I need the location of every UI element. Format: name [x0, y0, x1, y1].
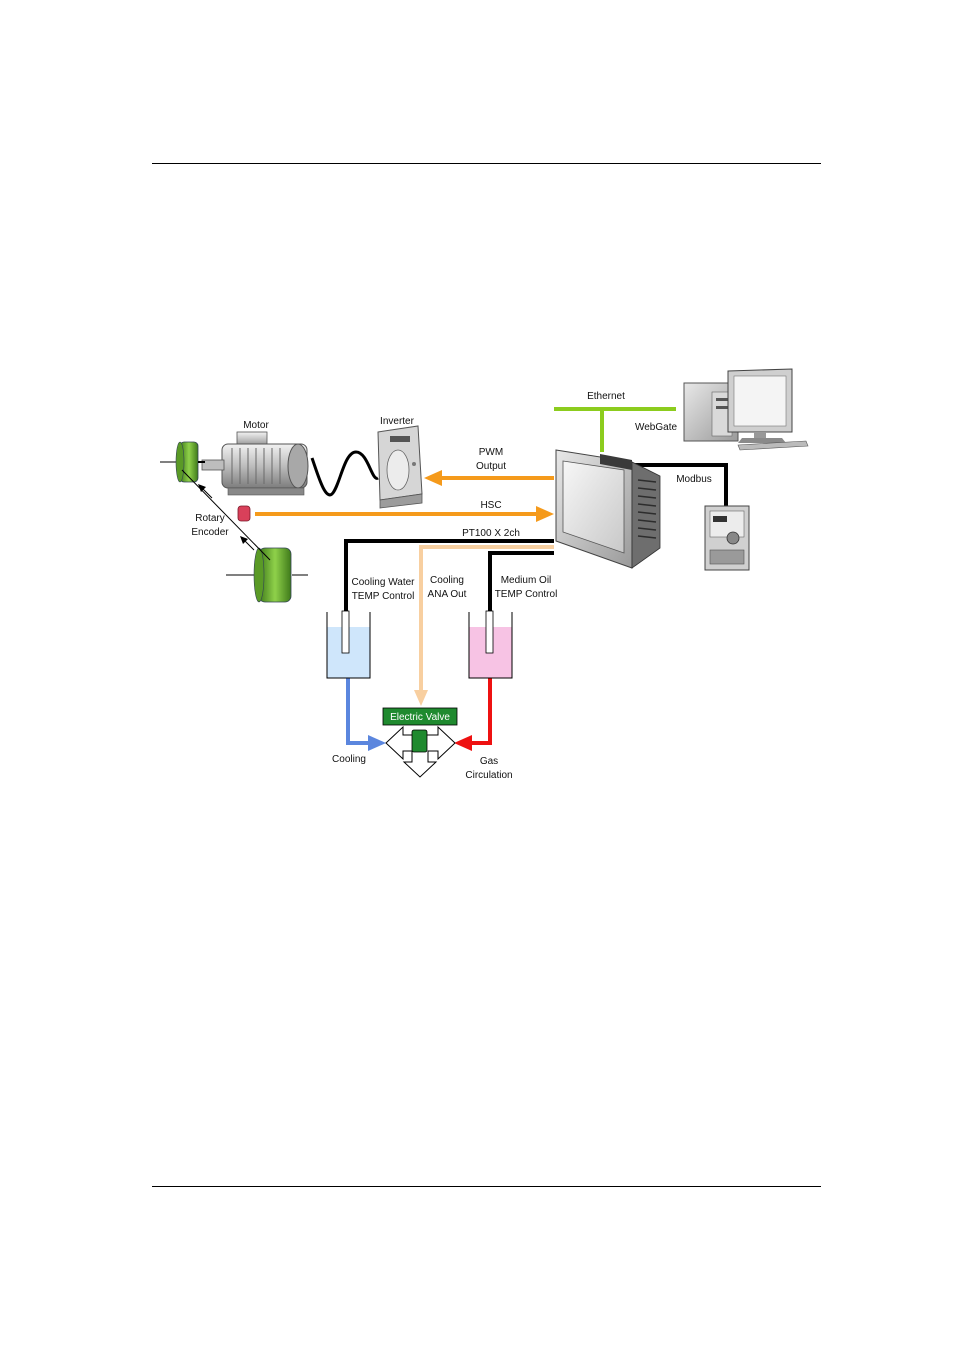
inverter-icon — [378, 426, 422, 508]
cooling-ana-label-line2: ANA Out — [428, 589, 467, 600]
pt100-label: PT100 X 2ch — [462, 528, 520, 539]
rotary-encoder-label-line2: Encoder — [191, 527, 229, 538]
hsc-label: HSC — [480, 500, 501, 511]
medium-oil-label-line1: Medium Oil — [501, 575, 552, 586]
cooling-pipe — [348, 678, 386, 751]
motor-cable — [312, 452, 378, 495]
gas-circulation-pipe — [454, 678, 490, 751]
electric-valve-icon: Electric Valve — [383, 708, 457, 777]
motor-icon — [202, 432, 308, 495]
hmi-plc-panel-icon — [556, 450, 660, 568]
cooling-water-tank — [327, 611, 370, 678]
ethernet-label: Ethernet — [587, 391, 625, 402]
modbus-drive-icon — [705, 506, 749, 570]
gas-circulation-label-line2: Circulation — [465, 770, 512, 781]
pwm-output-label-line1: PWM — [479, 447, 503, 458]
cooling-water-label-line2: TEMP Control — [352, 591, 415, 602]
medium-oil-tank — [469, 611, 512, 678]
inverter-label: Inverter — [380, 416, 415, 427]
modbus-label: Modbus — [676, 474, 712, 485]
pt100-wire-bundle — [346, 539, 554, 706]
motor-label: Motor — [243, 420, 269, 431]
pwm-output-arrow — [424, 470, 554, 486]
cooling-ana-label-line1: Cooling — [430, 575, 464, 586]
rotary-encoder-label-line1: Rotary — [195, 513, 224, 524]
desktop-computer-icon — [684, 369, 808, 450]
hsc-arrow — [255, 506, 554, 522]
electric-valve-label: Electric Valve — [390, 712, 450, 723]
cooling-water-label-line1: Cooling Water — [352, 577, 416, 588]
cooling-label: Cooling — [332, 754, 366, 765]
webgate-label: WebGate — [635, 422, 677, 433]
medium-oil-label-line2: TEMP Control — [495, 589, 558, 600]
pwm-output-label-line2: Output — [476, 461, 506, 472]
gas-circulation-label-line1: Gas — [480, 756, 498, 767]
